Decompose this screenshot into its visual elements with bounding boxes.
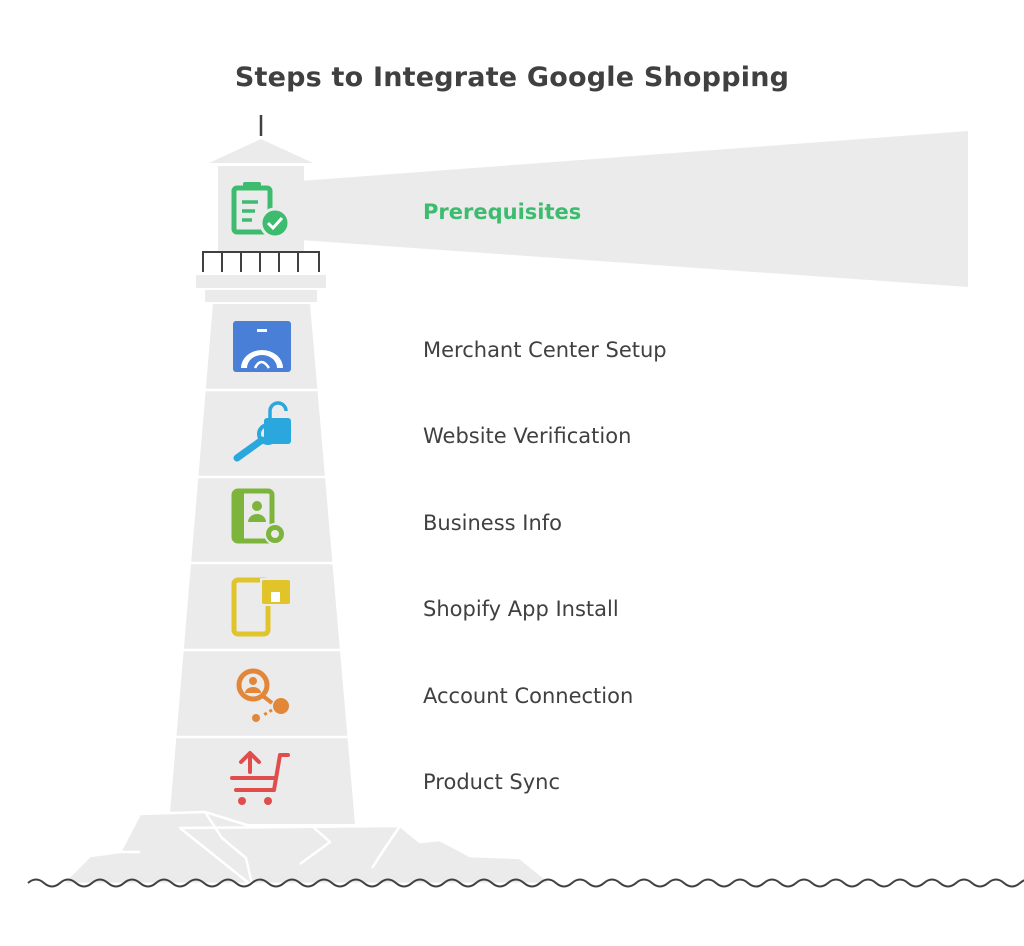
mobile-store-icon <box>231 577 292 637</box>
lantern-room <box>218 166 304 251</box>
water-line <box>27 878 1024 888</box>
profile-settings-icon <box>231 488 286 545</box>
tower-segment-dividers <box>160 388 362 739</box>
step-label-prerequisites: Prerequisites <box>423 200 582 224</box>
step-label-shopify-app-install: Shopify App Install <box>423 597 619 621</box>
diagram-title: Steps to Integrate Google Shopping <box>234 62 790 93</box>
step-label-product-sync: Product Sync <box>423 770 561 794</box>
user-connect-icon <box>236 668 289 722</box>
cart-upload-icon <box>230 751 290 805</box>
clipboard-check-icon <box>231 182 291 239</box>
lighthouse-roof <box>209 139 313 163</box>
step-label-business-info: Business Info <box>423 511 563 535</box>
gallery-railing <box>202 251 320 272</box>
gallery-base <box>205 290 317 302</box>
rocks <box>60 810 554 886</box>
step-label-merchant-center-setup: Merchant Center Setup <box>423 338 667 362</box>
gallery-deck <box>196 275 326 288</box>
key-unlock-icon <box>233 401 291 462</box>
step-label-website-verification: Website Verification <box>423 424 632 448</box>
light-beam <box>300 131 968 287</box>
merchant-center-icon <box>233 321 291 372</box>
step-label-account-connection: Account Connection <box>423 684 634 708</box>
